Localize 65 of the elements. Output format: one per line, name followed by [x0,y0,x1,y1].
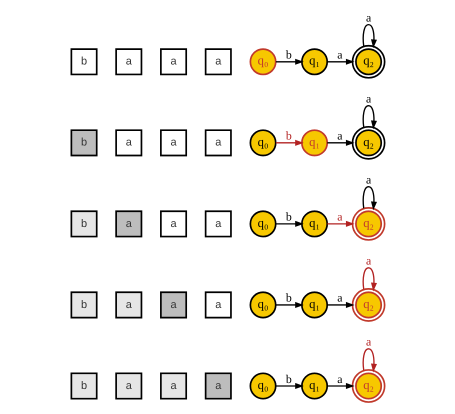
node-box: a [204,129,232,156]
arrow [326,220,354,227]
node-box: a [204,372,232,400]
arrow [362,105,376,130]
node-circle: q₂ [351,207,385,241]
arrow [326,302,354,308]
node-box: a [204,48,232,76]
node-box: b [70,48,98,76]
edge-label: a [336,128,342,143]
arrow [275,58,304,65]
arrow [362,186,376,210]
edge-label: b [285,290,292,305]
arrow [362,348,376,372]
arrow [275,382,304,390]
node-box: a [114,129,142,156]
node-box: a [114,372,142,400]
node-circle: q₁ [300,372,328,400]
node-circle: q₁ [300,291,328,318]
node-circle: q₂ [351,288,385,322]
node-box: a [160,48,187,76]
edge-label: b [285,128,292,143]
node-circle: q₁ [300,48,328,76]
arrow [275,302,304,308]
edge-label: a [365,172,371,187]
node-circle: q₂ [351,44,385,79]
edge-label: a [336,372,342,386]
edge-label: a [365,334,371,349]
node-box: b [70,210,98,238]
edge-label: a [365,91,371,106]
arrow [362,267,376,292]
node-circle: q₂ [351,369,385,403]
node-circle: q₀ [249,48,276,76]
edge-label: a [336,48,342,62]
arrow [362,24,376,48]
arrow [275,220,304,227]
node-box: a [114,291,142,318]
node-box: a [160,129,187,156]
node-circle: q₀ [249,291,276,318]
node-box: b [70,372,98,400]
node-box: a [114,210,142,238]
edge-label: b [285,372,292,386]
node-box: a [204,291,232,318]
node-box: a [160,210,187,238]
node-box: b [70,291,98,318]
edge-label: a [365,254,371,268]
edge-label: b [285,210,292,224]
node-circle: q₀ [249,372,276,400]
arrow [275,140,304,146]
edge-label: a [336,290,342,305]
edge-label: b [285,48,292,62]
arrow [326,58,354,65]
node-circle: q₀ [249,210,276,238]
node-circle: q₀ [249,129,276,156]
node-box: a [204,210,232,238]
edge-label: a [365,10,371,24]
edge-label: a [336,210,342,224]
arrow [326,140,354,146]
node-circle: q₂ [351,126,385,160]
node-circle: q₁ [300,210,328,238]
node-box: a [160,372,187,400]
node-box: a [160,291,187,318]
node-box: b [70,129,98,156]
node-box: a [114,48,142,76]
node-circle: q₁ [300,129,328,156]
arrow [326,382,354,390]
